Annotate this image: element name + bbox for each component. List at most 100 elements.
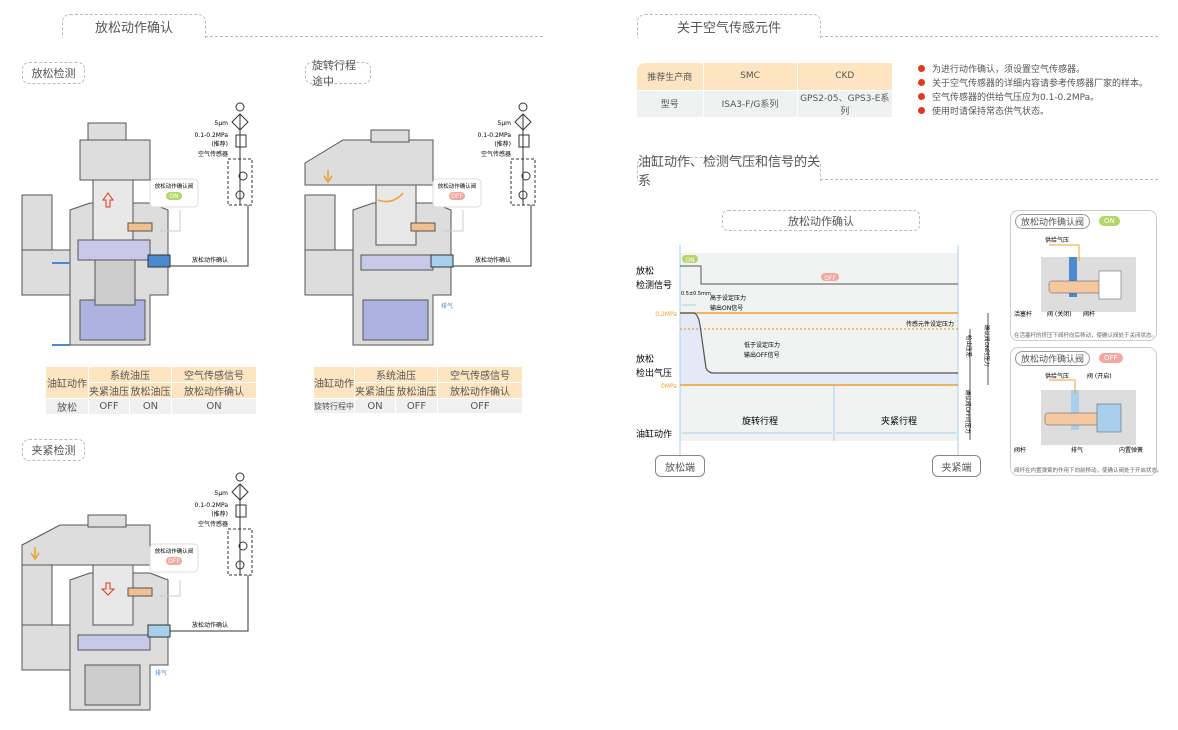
pressure-label: 检出气压: [636, 367, 672, 379]
action-label: 油缸动作: [636, 428, 672, 440]
rotate-arrow-icon: [377, 192, 404, 203]
on-badge: ON: [685, 257, 694, 264]
clamp-end-label: 夹紧端: [932, 455, 981, 477]
cylinder-diagram-release: 5μm 0.1-0.2MPa (推荐) 空气传感器 放松动作确认阀 ON 放松动…: [21, 102, 253, 346]
clamp-label: 夹紧行程: [881, 415, 917, 427]
th-action: 油缸动作: [46, 367, 88, 398]
cell: OFF: [396, 399, 437, 413]
timing-title: 放松动作确认: [722, 210, 920, 231]
spring-label: 内置弹簧: [1119, 446, 1143, 454]
on-badge: ON: [1099, 216, 1120, 226]
recommend-label: (推荐): [211, 140, 228, 148]
valve-label: 放松动作确认阀: [438, 182, 477, 190]
arrow-down-icon: [100, 582, 116, 596]
valve-diagram-on: 供给气压 活塞杆 阀 (关闭) 阀杆: [1014, 236, 1136, 318]
rod-label: 阀杆: [1083, 310, 1095, 318]
section-title-relation: 油缸动作、检测气压和信号的关系: [637, 154, 821, 189]
piston-label: 活塞杆: [1014, 310, 1032, 318]
valve-label: 放松动作确认阀: [155, 182, 194, 190]
exhaust-label: 排气: [1071, 446, 1083, 454]
note-text: 关于空气传感器的详细内容请参考传感器厂家的样本。: [932, 79, 1149, 89]
cell: ISA3-F/G系列: [703, 89, 798, 117]
section-title-air-sensor: 关于空气传感元件: [637, 14, 821, 38]
on-pressure-label: 确认阀ON时压力: [983, 325, 991, 366]
th-action: 油缸动作: [314, 367, 354, 398]
divider: [205, 36, 543, 37]
cylinder-diagram-clamp: 5μm 0.1-0.2MPa (推荐) 空气传感器 放松动作确认阀 OFF 放松…: [21, 472, 253, 711]
cell: 旋转行程中: [314, 399, 354, 413]
panel-title: 放松动作确认阀: [1015, 214, 1091, 229]
arrow-up-icon: [102, 192, 114, 208]
rotate-label: 旋转行程: [742, 415, 778, 427]
cell: OFF: [438, 399, 522, 413]
th-clamp: 夹紧油压: [355, 383, 395, 398]
valve-label: 放松动作确认阀: [155, 547, 194, 555]
signal-label: 检测信号: [636, 279, 672, 291]
valve-panel-on: 放松动作确认阀 ON 供给气压 活塞杆 阀 (关闭) 阀杆 在活塞杆的挤压下阀杆…: [1010, 210, 1157, 341]
supply-label: 供给气压: [1045, 372, 1069, 380]
th-release: 放松油压: [130, 383, 171, 398]
filter-label: 5μm: [215, 120, 229, 127]
th-smc: SMC: [703, 63, 798, 90]
sensor-label: 空气传感器: [481, 150, 511, 158]
pressure-label: 放松: [636, 353, 654, 365]
th-oil: 系统油压: [89, 367, 171, 382]
valve-label: 阀 (开启): [1087, 372, 1112, 380]
supply-label: 供给气压: [1045, 236, 1069, 244]
bullet-icon: [918, 65, 925, 72]
note-item: 使用时请保持常态供气状态。: [918, 104, 1049, 117]
filter-icon: [231, 113, 249, 131]
valve-label: 阀 (关闭): [1047, 310, 1072, 318]
note-item: 为进行动作确认，须设置空气传感器。: [918, 62, 1085, 75]
cell: 放松: [46, 399, 88, 414]
note-item: 空气传感器的供给气压应为0.1-0.2MPa。: [918, 90, 1099, 103]
th-confirm: 放松动作确认: [172, 383, 256, 398]
below-label: 低于设定压力: [744, 341, 780, 349]
th-release: 放松油压: [396, 383, 437, 398]
above-label: 输出ON信号: [710, 304, 743, 312]
th-air: 空气传感信号: [438, 367, 522, 382]
exhaust-label: 排气: [155, 669, 167, 677]
th-clamp: 夹紧油压: [89, 383, 129, 398]
above-label: 高于设定压力: [710, 294, 746, 302]
tag-rotating: 旋转行程途中: [305, 59, 371, 88]
state-badge: OFF: [451, 193, 463, 200]
pressure-label: 0.1-0.2MPa: [195, 132, 229, 139]
th-maker: 推荐生产商: [637, 63, 704, 90]
cell: OFF: [89, 399, 129, 414]
cell: 型号: [637, 89, 704, 117]
pressure-label: 0.1-0.2MPa: [195, 502, 229, 509]
p-zero-label: 0MPa: [661, 383, 677, 390]
section-title-release-confirm: 放松动作确认: [62, 14, 206, 38]
line-label: 放松动作确认: [192, 621, 228, 629]
signal-label: 放松: [636, 265, 654, 277]
th-ckd: CKD: [797, 63, 893, 90]
cylinder-diagram-rotating: 5μm 0.1-0.2MPa (推荐) 空气传感器 放松动作确认阀 OFF 放松…: [304, 102, 536, 346]
cell: ON: [172, 399, 256, 414]
state-badge: OFF: [168, 558, 180, 565]
note-item: 关于空气传感器的详细内容请参考传感器厂家的样本。: [918, 76, 1148, 89]
th-confirm: 放松动作确认: [438, 383, 522, 398]
below-label: 输出OFF信号: [744, 351, 780, 359]
cell: ON: [130, 399, 171, 414]
bullet-icon: [918, 93, 925, 100]
off-badge: OFF: [824, 275, 836, 282]
off-badge: OFF: [1099, 353, 1123, 363]
filter-label: 5μm: [215, 490, 229, 497]
th-oil: 系统油压: [355, 367, 437, 382]
arrow-down-icon: [323, 170, 333, 184]
release-end-label: 放松端: [655, 455, 705, 477]
panel-note: 阀杆在内置弹簧的作用下向前移动，使确认阀处于开启状态。: [1014, 468, 1163, 474]
setpoint-label: 传感元件设定压力: [906, 320, 954, 328]
panel-note: 在活塞杆的挤压下阀杆向后移动，使确认阀处于关闭状态。: [1014, 333, 1158, 339]
bullet-icon: [918, 79, 925, 86]
cell: GPS2-05、GPS3-E系列: [797, 89, 893, 117]
recommend-label: (推荐): [494, 140, 511, 148]
pressure-label: 0.1-0.2MPa: [478, 132, 512, 139]
tag-release-detect: 放松检测: [22, 62, 85, 84]
